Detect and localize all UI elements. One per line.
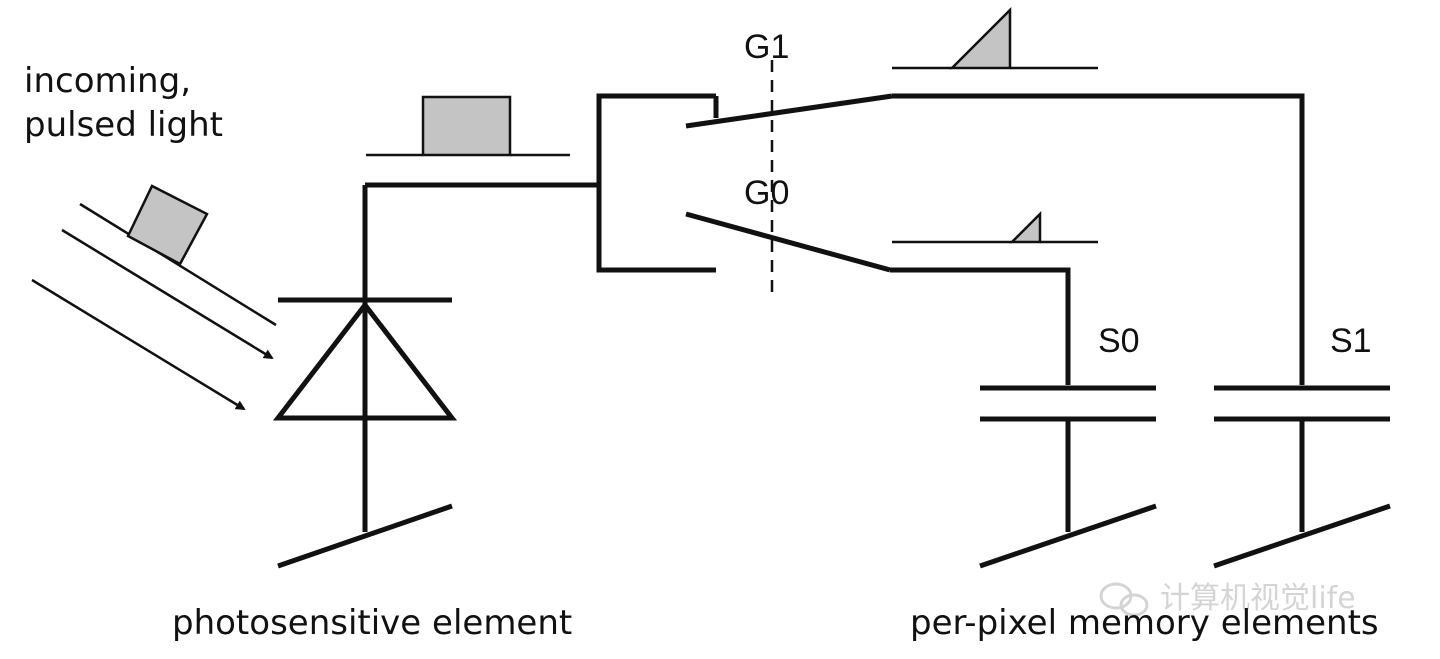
wire-g1-to-s1 — [892, 93, 1305, 385]
wechat-icon — [1099, 582, 1149, 617]
s0-label: S0 — [1098, 322, 1140, 360]
photodiode-pulse-waveform — [366, 95, 570, 157]
watermark-text: 计算机视觉life — [1160, 581, 1356, 616]
g0-waveform — [892, 210, 1098, 244]
capacitor-s1 — [1213, 385, 1391, 569]
incoming-light-label-line1: incoming, — [24, 61, 191, 101]
beam-arrow-middle — [61, 228, 274, 360]
ground-s1 — [1213, 503, 1391, 569]
watermark: 计算机视觉life — [1099, 581, 1356, 617]
pulse-rect — [421, 95, 512, 157]
switch-block-frame — [596, 93, 716, 273]
beam-top-line — [79, 202, 277, 327]
gate-g1-label: G1 — [744, 28, 789, 66]
switch-g0 — [685, 211, 1071, 385]
incoming-light-label-line2: pulsed light — [24, 105, 223, 145]
memory-elements-caption: per-pixel memory elements — [910, 603, 1379, 643]
photodiode — [272, 185, 458, 569]
capacitor-s0 — [979, 385, 1157, 569]
switch-g1 — [685, 93, 1305, 385]
gate-g0-label: G0 — [744, 174, 789, 212]
beam-arrow-bottom — [31, 278, 246, 411]
photosensitive-element-caption: photosensitive element — [172, 603, 572, 643]
ground-s0 — [979, 503, 1157, 569]
g1-waveform — [892, 6, 1098, 70]
light-pulse-shape — [126, 184, 209, 266]
g0-ramp — [1008, 210, 1042, 244]
light-beam — [31, 184, 277, 411]
s1-label: S1 — [1330, 322, 1372, 360]
switch-g0-blade — [685, 211, 891, 273]
switch-g1-blade — [685, 93, 893, 129]
ground-diode — [277, 503, 453, 569]
g1-ramp — [948, 6, 1012, 70]
wire-g0-to-s0 — [890, 267, 1071, 385]
